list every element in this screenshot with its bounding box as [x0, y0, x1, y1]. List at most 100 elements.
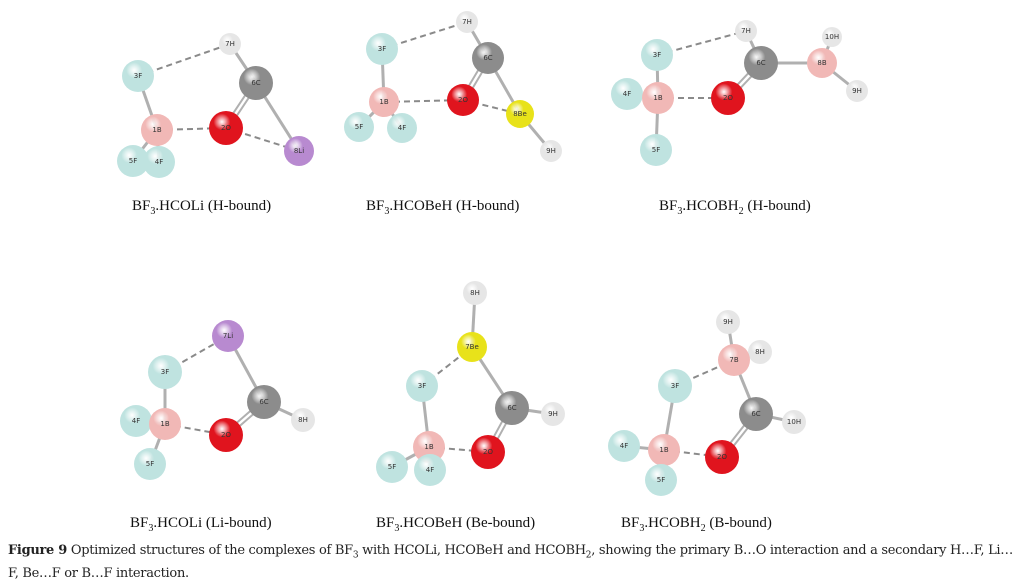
label-part: 3 [384, 206, 390, 217]
atom-label: 9H [852, 87, 862, 95]
atom-8h [291, 408, 315, 432]
atom-1b [642, 82, 674, 114]
atom-label: 5F [355, 123, 363, 131]
label-part: (H-bound) [743, 198, 811, 214]
atom-label: 7Li [223, 332, 233, 340]
atom-3f [641, 39, 673, 71]
atom-label: 10H [787, 418, 801, 426]
atom-label: 7H [225, 40, 235, 48]
atom-5f [344, 112, 374, 142]
atom-label: 3F [378, 45, 386, 53]
atom-9h [846, 80, 868, 102]
label-part: 3 [394, 523, 400, 534]
atom-5f [640, 134, 672, 166]
atom-label: 8Be [513, 110, 527, 118]
atom-2o [209, 418, 243, 452]
label-part: .HCOLi (Li-bound) [153, 515, 272, 531]
structure-label-hcobh2-b: BF3.HCOBH2 (B-bound) [621, 515, 772, 534]
atom-label: 7B [729, 356, 738, 364]
atom-label: 9H [723, 318, 733, 326]
atom-label: 2O [221, 124, 231, 132]
atom-2o [209, 111, 243, 145]
atom-label: 7H [741, 27, 751, 35]
atom-5f [117, 145, 149, 177]
caption-sub-2: 2 [585, 550, 592, 561]
atom-3f [366, 33, 398, 65]
atom-6c [744, 46, 778, 80]
atom-2o [471, 435, 505, 469]
label-part: .HCOBH [644, 515, 701, 531]
atom-3f [122, 60, 154, 92]
atom-7li [212, 320, 244, 352]
atom-label: 6C [756, 59, 765, 67]
atom-5f [376, 451, 408, 483]
caption-text-1: Optimized structures of the complexes of… [67, 543, 353, 558]
atom-label: 3F [653, 51, 661, 59]
atom-1b [141, 114, 173, 146]
atom-label: 1B [152, 126, 161, 134]
label-part: 3 [639, 523, 645, 534]
atom-1b [149, 408, 181, 440]
atom-7b [718, 344, 750, 376]
atom-2o [447, 84, 479, 116]
atom-label: 8H [470, 289, 480, 297]
atom-label: 6C [259, 398, 268, 406]
atom-label: 4F [623, 90, 631, 98]
structure-label-hcoli-li: BF3.HCOLi (Li-bound) [130, 515, 272, 534]
atom-label: 3F [671, 382, 679, 390]
label-part: BF [132, 198, 151, 214]
atom-label: 6C [507, 404, 516, 412]
atom-label: 9H [546, 147, 556, 155]
atom-label: 4F [398, 124, 406, 132]
atom-4f [143, 146, 175, 178]
atom-9h [540, 140, 562, 162]
atom-label: 8H [298, 416, 308, 424]
atom-1b [369, 87, 399, 117]
label-part: .HCOBeH (H-bound) [389, 198, 520, 214]
atom-label: 2O [458, 96, 468, 104]
structure-label-hcobh2-h: BF3.HCOBH2 (H-bound) [659, 198, 811, 217]
atom-6c [239, 66, 273, 100]
label-part: BF [376, 515, 395, 531]
atom-7h [735, 20, 757, 42]
atom-4f [611, 78, 643, 110]
caption-text-3: , showing the primary B…O interaction an… [8, 543, 1013, 581]
atom-label: 3F [161, 368, 169, 376]
figure-label: Figure 9 [8, 543, 68, 558]
atom-label: 3F [418, 382, 426, 390]
atom-6c [247, 385, 281, 419]
atom-2o [705, 440, 739, 474]
atom-label: 6C [251, 79, 260, 87]
atom-3f [148, 355, 182, 389]
label-part: 3 [150, 206, 156, 217]
atom-8li [284, 136, 314, 166]
atom-label: 3F [134, 72, 142, 80]
atom-9h [541, 402, 565, 426]
label-part: (B-bound) [705, 515, 772, 531]
label-part: .HCOBeH (Be-bound) [399, 515, 536, 531]
atom-label: 8B [817, 59, 826, 67]
atom-3f [406, 370, 438, 402]
atom-1b [648, 434, 680, 466]
label-part: BF [366, 198, 385, 214]
atom-label: 9H [548, 410, 558, 418]
atom-label: 8H [755, 348, 765, 356]
atom-7h [219, 33, 241, 55]
atom-6c [739, 397, 773, 431]
atom-label: 1B [160, 420, 169, 428]
interaction-dashed [137, 43, 231, 77]
label-part: 3 [677, 206, 683, 217]
figure-caption: Figure 9 Optimized structures of the com… [8, 542, 1013, 582]
atom-label: 2O [483, 448, 493, 456]
atom-label: 6C [751, 410, 760, 418]
atom-10h [782, 410, 806, 434]
atom-10h [822, 27, 842, 47]
atom-3f [658, 369, 692, 403]
atom-8be [506, 100, 534, 128]
structure-label-hcoli-h: BF3.HCOLi (H-bound) [132, 198, 271, 217]
atom-label: 2O [221, 431, 231, 439]
